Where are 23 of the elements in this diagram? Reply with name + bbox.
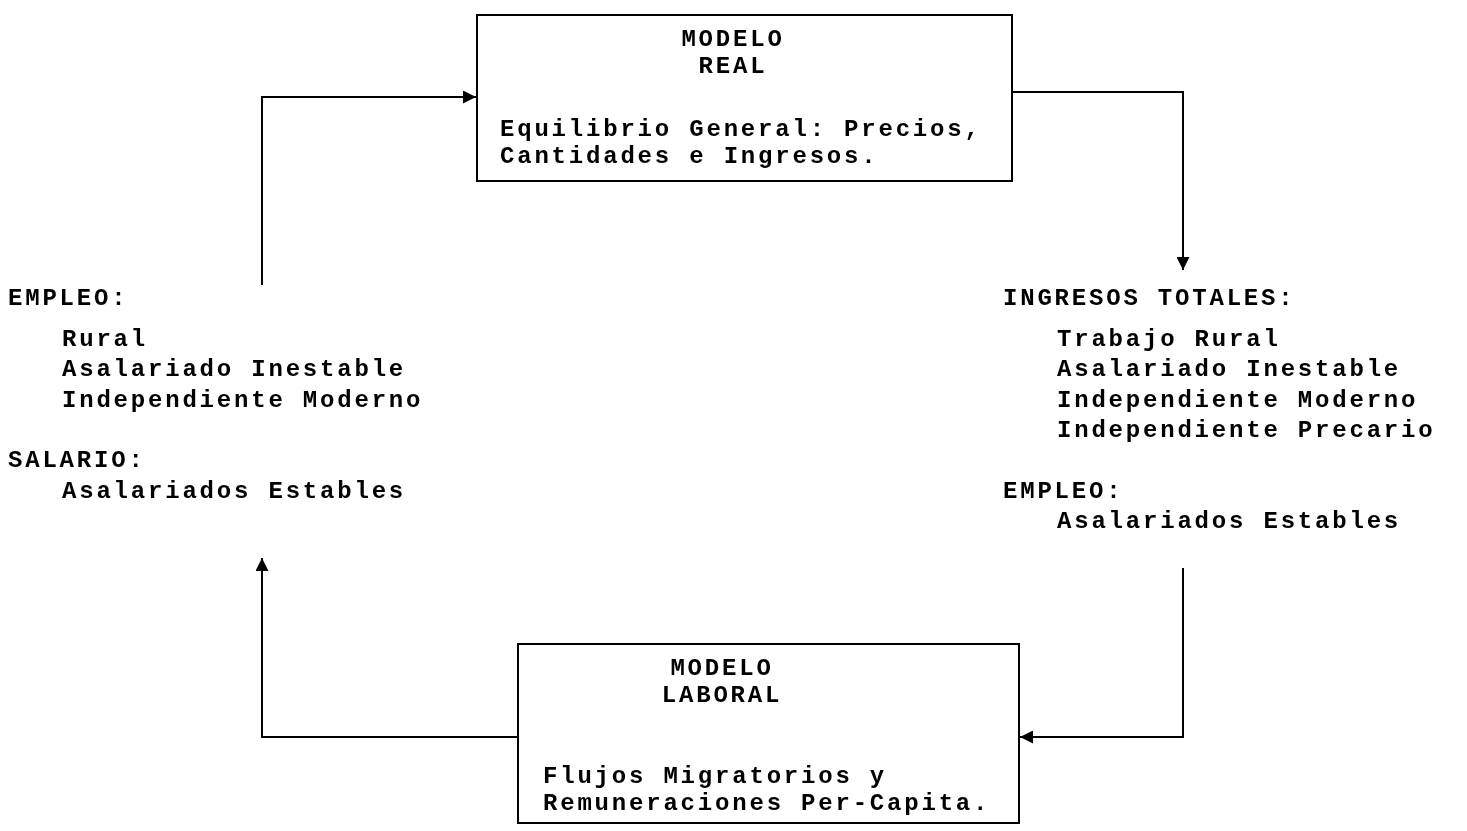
list-text: Independiente Moderno bbox=[62, 387, 424, 414]
arrow bbox=[1019, 567, 1184, 744]
process-box bbox=[476, 14, 1013, 182]
box-description: Flujos Migratorios y Remuneraciones Per-Capita. bbox=[543, 763, 992, 817]
process-box bbox=[517, 643, 1020, 824]
list-text: Independiente Moderno bbox=[1057, 387, 1419, 414]
list-text: SALARIO: bbox=[8, 447, 146, 474]
list-text: Asalariado Inestable bbox=[1057, 356, 1402, 383]
list-text: Asalariados Estables bbox=[1057, 508, 1402, 535]
list-text: Asalariados Estables bbox=[62, 478, 407, 505]
arrow bbox=[261, 90, 477, 286]
list-text: Trabajo Rural bbox=[1057, 326, 1281, 353]
box-description: Equilibrio General: Precios, Cantidades e Ingresos. bbox=[500, 116, 983, 170]
list-text: Rural bbox=[62, 326, 148, 353]
list-text: EMPLEO: bbox=[1003, 478, 1124, 505]
arrow bbox=[255, 557, 518, 738]
list-text: EMPLEO: bbox=[8, 285, 129, 312]
list-text: INGRESOS TOTALES: bbox=[1003, 285, 1296, 312]
arrow bbox=[1012, 91, 1190, 271]
box-title: MODELO REAL bbox=[680, 26, 786, 80]
list-text: Asalariado Inestable bbox=[62, 356, 407, 383]
list-text: Independiente Precario bbox=[1057, 417, 1436, 444]
box-title: MODELO LABORAL bbox=[660, 655, 784, 709]
